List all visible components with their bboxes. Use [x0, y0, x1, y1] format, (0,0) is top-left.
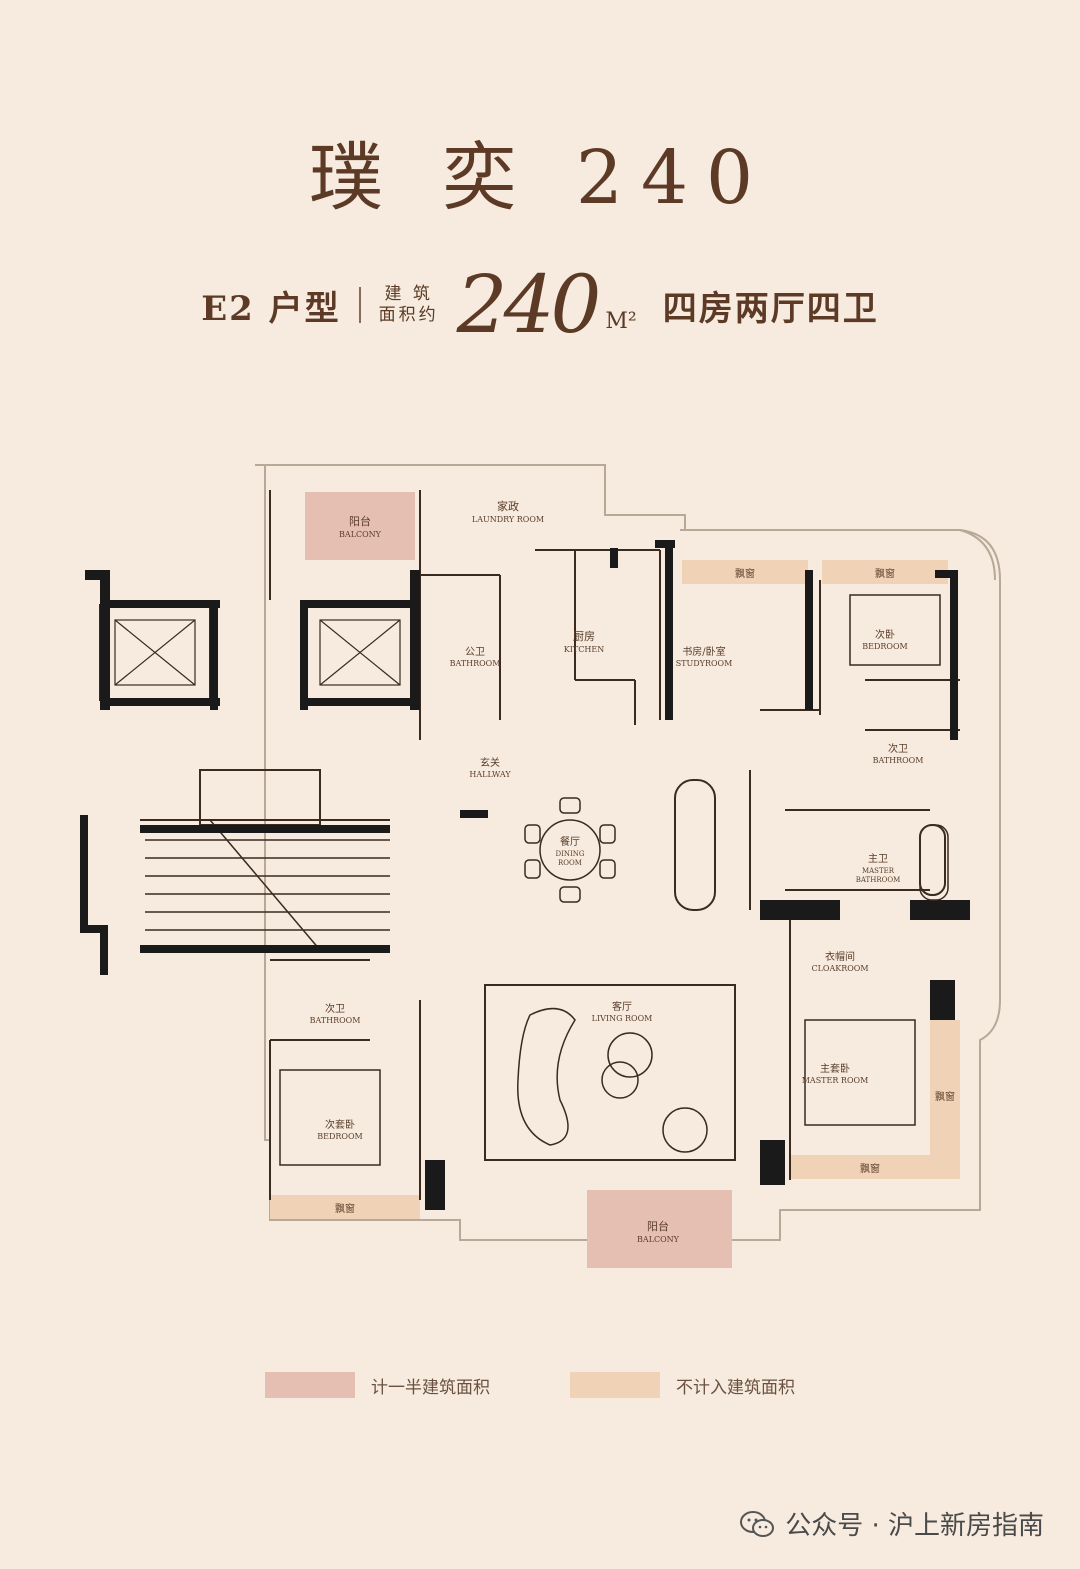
unit-summary: E2 户型 建 筑 面积约 240 M² 四房两厅四卫: [0, 258, 1080, 351]
watermark: 公众号 · 沪上新房指南: [739, 1505, 1044, 1542]
bay-window-5-label: 飘窗: [935, 1090, 955, 1103]
area-label: 建 筑 面积约: [378, 284, 439, 325]
kitchen-label-en: KITCHEN: [564, 645, 604, 654]
bath2-label: 次卫: [888, 742, 908, 755]
balcony-bottom-label: 阳台: [647, 1219, 669, 1233]
laundry-label-en: LAUNDRY ROOM: [472, 515, 544, 524]
wechat-icon: [740, 1510, 775, 1537]
dining-label: 餐厅: [560, 835, 580, 848]
legend-label-excluded: 不计入建筑面积: [676, 1377, 795, 1398]
balcony-bottom-label-en: BALCONY: [637, 1235, 680, 1244]
master-bath-label-en: MASTER: [862, 867, 895, 875]
public-bath-label-en: BATHROOM: [450, 659, 501, 668]
staircase: [145, 819, 390, 951]
balcony-top-fill: [305, 492, 415, 560]
bay-window-4-label: 飘窗: [860, 1162, 880, 1175]
bath3-label-en: BATHROOM: [310, 1016, 361, 1025]
dining-table: [524, 797, 616, 903]
living-furniture: [517, 1007, 708, 1153]
master-bed-label-en: MASTER ROOM: [802, 1076, 869, 1085]
hallway-label: 玄关: [480, 756, 500, 769]
structural-walls: [80, 540, 970, 1210]
bath2-label-en: BATHROOM: [873, 756, 924, 765]
living-label: 客厅: [612, 1000, 632, 1013]
area-unit: M²: [605, 309, 637, 334]
cloakroom-label-en: CLOAKROOM: [811, 964, 868, 973]
balcony-top-label-en: BALCONY: [339, 530, 382, 539]
balcony-bottom-fill: [587, 1190, 732, 1268]
laundry-label: 家政: [497, 499, 519, 513]
dining-label-en2: ROOM: [558, 859, 582, 867]
bay-window-2-fill: [822, 560, 948, 584]
master-bed-label: 主套卧: [820, 1062, 850, 1075]
master-bath-label-en2: BATHROOM: [856, 876, 901, 884]
study-label-en: STUDYROOM: [676, 659, 733, 668]
bay-window-3-label: 飘窗: [335, 1202, 355, 1215]
bathtub: [919, 824, 949, 901]
divider: [358, 287, 361, 323]
elevator-shafts: [114, 619, 401, 686]
legend-label-half: 计一半建筑面积: [371, 1377, 490, 1398]
cloakroom-label: 衣帽间: [825, 950, 855, 963]
study-label: 书房/卧室: [682, 645, 725, 658]
watermark-text: 公众号 · 沪上新房指南: [785, 1511, 1044, 1541]
bay-window-3-fill: [270, 1195, 420, 1219]
kitchen-label: 厨房: [573, 630, 595, 643]
bay-window-5-fill: [930, 1020, 960, 1175]
second-suite-label-en: BEDROOM: [317, 1132, 362, 1141]
room-config: 四房两厅四卫: [662, 288, 879, 329]
legend-item-excluded-area: 不计入建筑面积: [570, 1372, 795, 1398]
public-bath-label: 公卫: [465, 647, 485, 658]
legend-swatch-half: [265, 1372, 355, 1398]
interior-walls: [99, 490, 960, 1200]
floor-plan: 阳台 BALCONY 家政 LAUNDRY ROOM 公卫 BATHROOM 厨…: [80, 464, 1001, 1268]
living-label-en: LIVING ROOM: [592, 1014, 653, 1023]
dining-label-en: DINING: [556, 850, 585, 858]
page-title: 璞 奕 240: [308, 135, 772, 221]
bedroom-label: 次卧: [875, 628, 895, 641]
balcony-top-label: 阳台: [349, 514, 371, 528]
unit-type: E2 户型: [201, 288, 341, 329]
beds: [279, 594, 941, 1166]
bay-window-2-label: 飘窗: [875, 567, 895, 580]
master-bath-label: 主卫: [868, 853, 888, 865]
bath3-label: 次卫: [325, 1002, 345, 1015]
legend-item-half-area: 计一半建筑面积: [265, 1372, 490, 1398]
outer-outline: [255, 464, 1001, 1241]
room-labels: 阳台 BALCONY 家政 LAUNDRY ROOM 公卫 BATHROOM 厨…: [310, 499, 955, 1244]
bay-window-1-fill: [682, 560, 808, 584]
area-value: 240: [456, 258, 602, 351]
second-suite-label: 次套卧: [325, 1118, 355, 1131]
legend-swatch-excluded: [570, 1372, 660, 1398]
bedroom-label-en: BEDROOM: [862, 642, 907, 651]
legend: 计一半建筑面积 不计入建筑面积: [0, 1372, 1080, 1402]
hallway-label-en: HALLWAY: [469, 770, 511, 779]
bay-window-1-label: 飘窗: [735, 567, 755, 580]
